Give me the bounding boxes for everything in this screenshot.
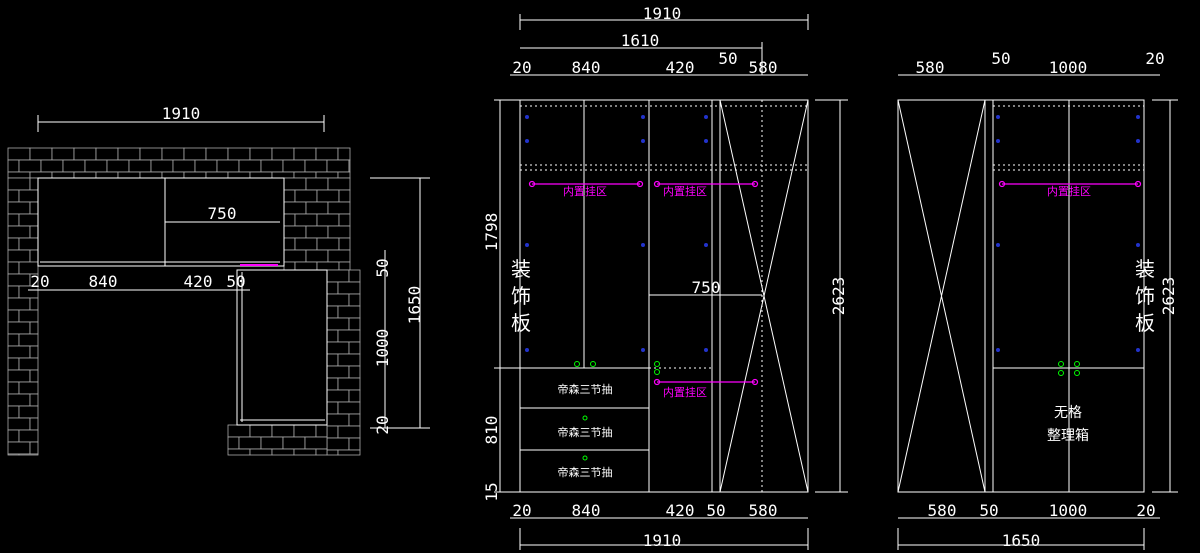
front-hanging-label-1: 内置挂区 [563,184,607,198]
front-bottom-total: 1910 [643,531,682,550]
side-bottom-total: 1650 [1002,531,1041,550]
side-top-seg-0: 580 [916,58,945,77]
plan-seg-20: 20 [30,272,49,291]
front-bottom-seg-4: 580 [749,501,778,520]
plan-overall-width: 1910 [162,104,201,123]
side-top-seg-1: 50 [991,49,1010,68]
plan-cabinet-corner [236,269,328,426]
plan-seg-840: 840 [89,272,118,291]
front-height-1798: 1798 [482,213,501,252]
front-elevation: 1910 1610 50 20 840 420 580 内置挂区 内置挂区 [482,4,848,550]
side-top-seg-2: 1000 [1049,58,1088,77]
front-top-seg-2: 420 [666,58,695,77]
side-hanging-label: 内置挂区 [1047,184,1091,198]
plan-seg-50: 50 [226,272,245,291]
front-hanging-label-3: 内置挂区 [663,385,707,399]
front-decor-char-2: 饰 [511,284,531,308]
front-decor-char-3: 板 [511,311,531,335]
plan-cabinet-top [37,177,285,267]
side-elevation: 580 50 1000 20 内置挂区 无格 整理箱 装 饰 板 26 [897,49,1178,550]
side-bottom-seg-2: 1000 [1049,501,1088,520]
side-bottom-seg-3: 20 [1136,501,1155,520]
side-decor-char-2: 饰 [1135,284,1155,308]
plan-height-50: 50 [373,258,392,277]
plan-height-1650: 1650 [405,286,424,325]
front-drawer-1: 帝森三节抽 [558,382,613,396]
side-bottom-seg-0: 580 [928,501,957,520]
plan-view: 1910 750 20 840 420 50 50 1000 1650 20 [7,104,430,456]
front-bottom-seg-2: 420 [666,501,695,520]
front-height-810: 810 [482,416,501,445]
front-drawer-2: 帝森三节抽 [558,425,613,439]
front-decor-char-1: 装 [511,257,531,281]
plan-inner-width: 750 [208,204,237,223]
front-top-1610: 1610 [621,31,660,50]
side-decor-char-1: 装 [1135,257,1155,281]
front-top-seg-0: 20 [512,58,531,77]
front-bottom-seg-1: 840 [572,501,601,520]
side-decor-char-3: 板 [1135,311,1155,335]
front-top-total: 1910 [643,4,682,23]
side-height-total: 2623 [1159,277,1178,316]
plan-height-20: 20 [373,415,392,434]
front-bottom-seg-3: 50 [706,501,725,520]
front-top-50: 50 [718,49,737,68]
side-top-seg-3: 20 [1145,49,1164,68]
front-drawer-3: 帝森三节抽 [558,465,613,479]
front-height-15: 15 [482,482,501,501]
front-bottom-seg-0: 20 [512,501,531,520]
front-top-seg-1: 840 [572,58,601,77]
front-hanging-label-2: 内置挂区 [663,184,707,198]
side-bottom-seg-1: 50 [979,501,998,520]
plan-seg-420: 420 [184,272,213,291]
side-no-shelf: 无格 [1054,405,1082,421]
brick-wall [7,147,361,456]
side-organizer: 整理箱 [1047,428,1089,444]
front-inner-750: 750 [692,278,721,297]
front-top-seg-4: 580 [749,58,778,77]
front-height-total: 2623 [829,277,848,316]
plan-height-1000: 1000 [373,329,392,368]
